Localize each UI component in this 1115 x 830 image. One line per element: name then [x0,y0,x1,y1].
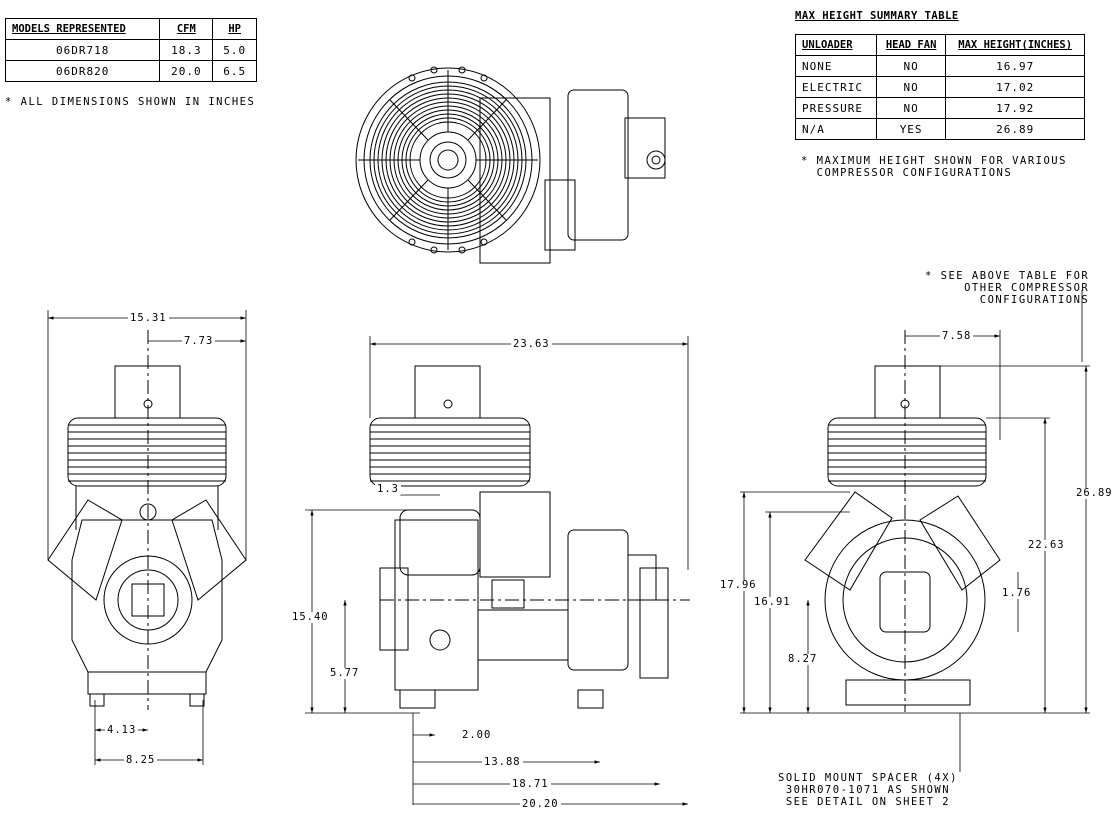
headfan-cell: YES [875,118,947,140]
max-height-title: MAX HEIGHT SUMMARY TABLE [795,10,959,22]
dim-side-height: 15.40 [290,611,331,623]
dim-rear-port: 1.76 [1000,587,1034,599]
cfm-cell: 20.0 [159,60,214,82]
table-row: NONE NO 16.97 [795,55,1085,77]
see-table-note: * SEE ABOVE TABLE FOR OTHER COMPRESSOR C… [925,270,1090,306]
mh-header-unloader: UNLOADER [795,34,877,56]
table-row: 06DR820 20.0 6.5 [4,60,257,82]
dim-side-foot-d: 20.20 [520,798,561,810]
maxheight-cell: 26.89 [945,118,1085,140]
dim-front-foot-inner: 4.13 [105,724,139,736]
cfm-cell: 18.3 [159,39,214,61]
max-height-table: UNLOADER HEAD FAN MAX HEIGHT(INCHES) NON… [795,34,1085,140]
dim-side-shaft-height: 5.77 [328,667,362,679]
spacer-note: SOLID MOUNT SPACER (4X) 30HR070-1071 AS … [778,772,958,808]
table-row: N/A YES 26.89 [795,118,1085,140]
max-height-note: * MAXIMUM HEIGHT SHOWN FOR VARIOUS COMPR… [801,155,1067,179]
dim-rear-total: 26.89 [1074,487,1115,499]
models-table: MODELS REPRESENTED CFM HP 06DR718 18.3 5… [4,18,257,82]
dims-note: * ALL DIMENSIONS SHOWN IN INCHES [5,96,256,108]
table-row: ELECTRIC NO 17.02 [795,76,1085,98]
dim-rear-h1: 17.96 [718,579,759,591]
unloader-cell: ELECTRIC [795,76,877,98]
dim-side-foot-c: 18.71 [510,778,551,790]
unloader-cell: PRESSURE [795,97,877,119]
mh-header-maxheight: MAX HEIGHT(INCHES) [945,34,1085,56]
dim-rear-half: 7.58 [940,330,974,342]
dim-front-foot-outer: 8.25 [124,754,158,766]
headfan-cell: NO [875,97,947,119]
mh-header-headfan: HEAD FAN [875,34,947,56]
dim-side-head: 1.3 [375,483,401,495]
dim-rear-h3: 8.27 [786,653,820,665]
dim-front-width: 15.31 [128,312,169,324]
side-view [369,365,690,709]
dim-rear-h2: 16.91 [752,596,793,608]
rear-view [804,330,1001,712]
dim-rear-head: 22.63 [1026,539,1067,551]
dimension-lines [47,290,1090,806]
unloader-cell: NONE [795,55,877,77]
unloader-cell: N/A [795,118,877,140]
top-view [355,66,666,264]
dim-side-length: 23.63 [511,338,552,350]
model-cell: 06DR820 [4,60,161,82]
dim-side-foot-a: 2.00 [460,729,494,741]
front-view [47,330,247,710]
table-row: 06DR718 18.3 5.0 [4,39,257,61]
hp-cell: 6.5 [212,60,257,82]
dim-front-half: 7.73 [182,335,216,347]
dim-side-foot-b: 13.88 [482,756,523,768]
